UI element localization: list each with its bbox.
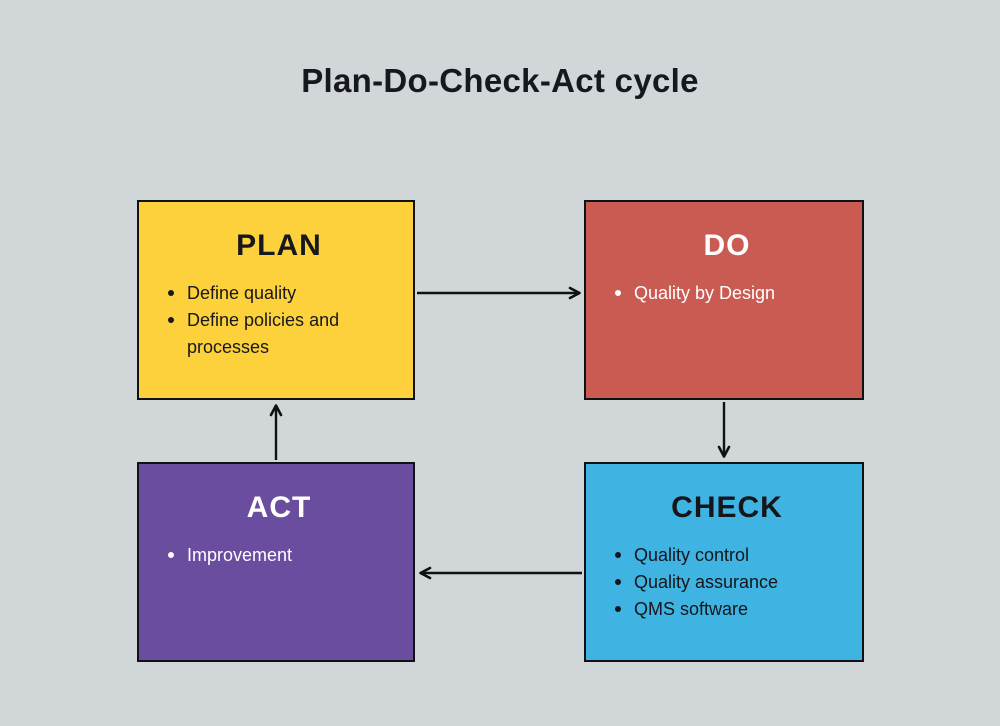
check-box: CHECK Quality control Quality assurance … <box>584 462 864 662</box>
act-box-title: ACT <box>246 491 312 524</box>
act-box-list: Improvement <box>165 542 393 569</box>
list-item: Quality by Design <box>612 280 842 307</box>
list-item: Quality control <box>612 542 842 569</box>
page-title: Plan-Do-Check-Act cycle <box>301 62 699 99</box>
list-item: Define quality <box>165 280 393 307</box>
list-item: Define policies and processes <box>165 307 393 361</box>
check-box-list: Quality control Quality assurance QMS so… <box>612 542 842 623</box>
plan-box-list: Define quality Define policies and proce… <box>165 280 393 361</box>
list-item: QMS software <box>612 596 842 623</box>
plan-box: PLAN Define quality Define policies and … <box>137 200 415 400</box>
list-item: Improvement <box>165 542 393 569</box>
do-box-title: DO <box>703 229 751 262</box>
plan-box-title: PLAN <box>236 229 322 262</box>
do-box-list: Quality by Design <box>612 280 842 307</box>
act-box: ACT Improvement <box>137 462 415 662</box>
list-item: Quality assurance <box>612 569 842 596</box>
do-box: DO Quality by Design <box>584 200 864 400</box>
check-box-title: CHECK <box>671 491 783 524</box>
